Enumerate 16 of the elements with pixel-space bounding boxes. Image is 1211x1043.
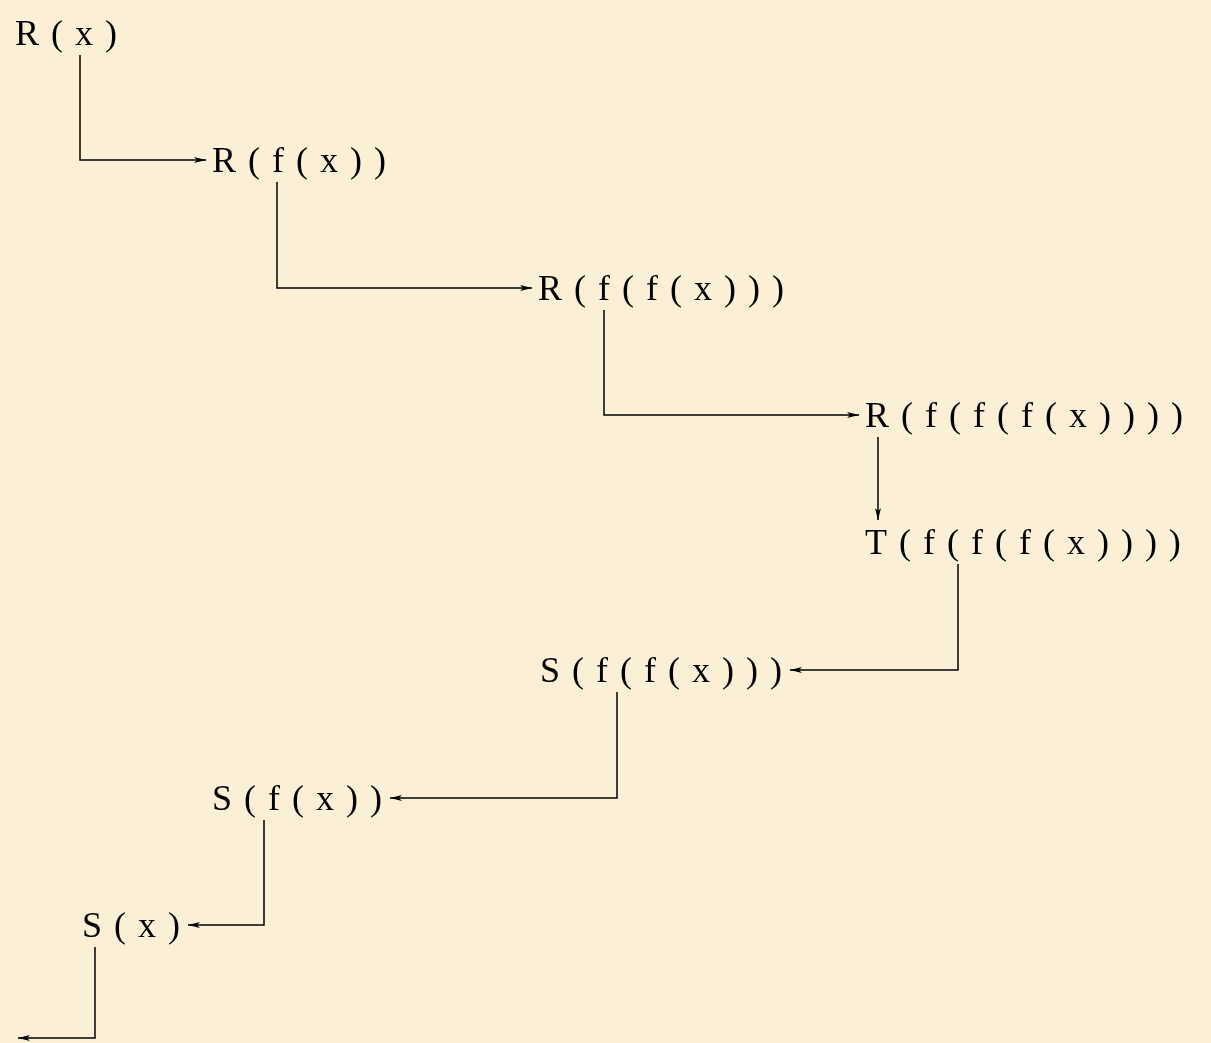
arrow <box>17 946 96 1041</box>
arrow <box>789 563 959 673</box>
expression-text: R(x) <box>15 13 129 53</box>
arrow <box>603 309 860 418</box>
expression-text: R(f(x)) <box>212 140 398 180</box>
expression-text: S(x) <box>82 905 192 945</box>
arrow <box>875 436 881 521</box>
expression-text: S(f(x)) <box>212 778 394 818</box>
arrow <box>187 819 265 928</box>
arrow <box>79 54 207 163</box>
expression-text: R(f(f(x))) <box>538 268 796 308</box>
arrow <box>389 691 618 801</box>
expression-text: T(f(f(f(x)))) <box>865 522 1193 562</box>
expression-text: S(f(f(x))) <box>540 650 794 690</box>
arrow <box>276 181 533 291</box>
expression-text: R(f(f(f(x)))) <box>865 395 1195 435</box>
